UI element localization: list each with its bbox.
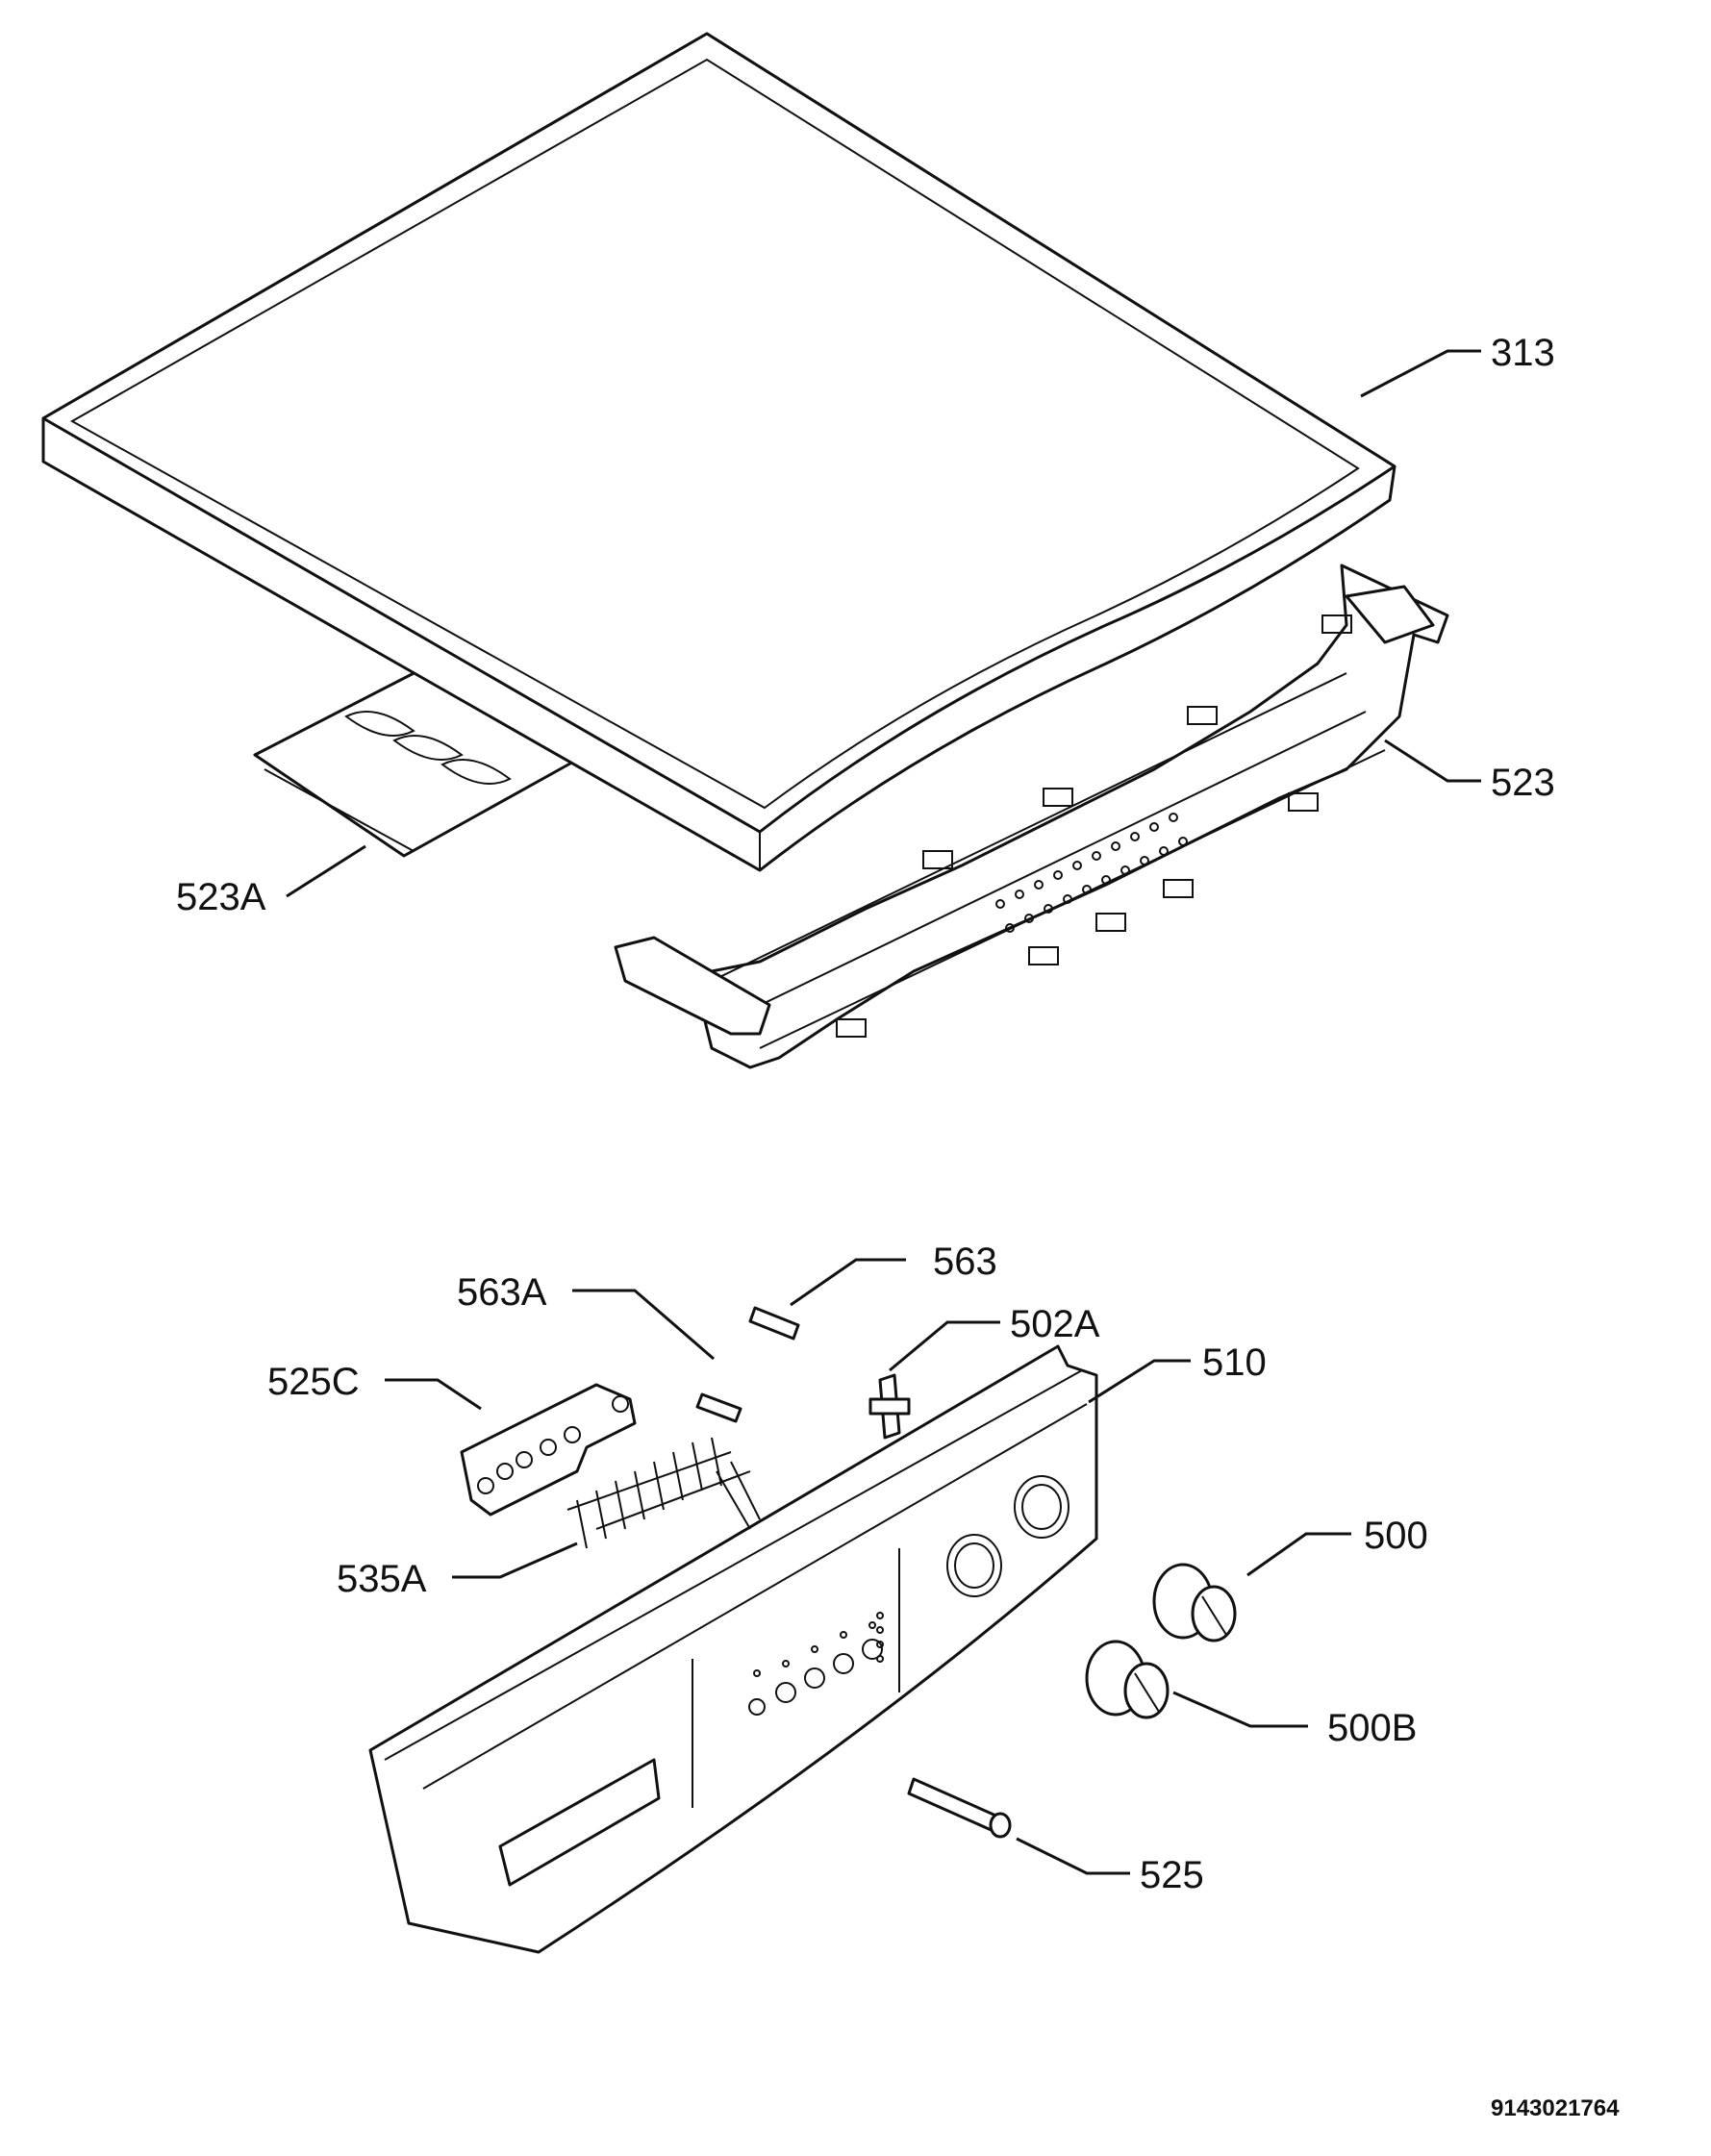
leader-523 xyxy=(1384,739,1481,783)
vent-holes xyxy=(995,813,1188,933)
part-563-pin xyxy=(748,1306,800,1341)
callout-510: 510 xyxy=(1202,1341,1267,1384)
leader-500 xyxy=(1246,1532,1351,1577)
leader-lines xyxy=(286,349,1481,1875)
callout-313: 313 xyxy=(1491,332,1555,374)
callout-535A: 535A xyxy=(337,1558,427,1600)
part-525C-switch-holder xyxy=(460,1383,637,1517)
leader-313 xyxy=(1360,349,1481,398)
leader-502A xyxy=(889,1320,1000,1372)
callout-labels: 313 523 523A 563 563A 502A 510 525C 535A… xyxy=(176,332,1555,1896)
part-500-knob xyxy=(1152,1563,1237,1642)
part-525-shaft xyxy=(907,1777,1012,1839)
leader-525 xyxy=(1016,1837,1130,1875)
callout-525C: 525C xyxy=(267,1361,360,1403)
callout-500: 500 xyxy=(1364,1515,1428,1557)
leader-510 xyxy=(1088,1359,1191,1404)
leader-525C xyxy=(385,1378,482,1411)
callout-563: 563 xyxy=(933,1241,997,1283)
part-563A-pin xyxy=(695,1392,742,1423)
callout-525: 525 xyxy=(1140,1854,1204,1896)
leader-523A xyxy=(286,844,366,898)
leader-535A xyxy=(452,1542,578,1579)
document-number: 9143021764 xyxy=(1491,2095,1620,2121)
part-313-lid xyxy=(41,32,1396,872)
part-500B-knob xyxy=(1085,1640,1170,1719)
callout-502A: 502A xyxy=(1010,1303,1100,1345)
callout-523: 523 xyxy=(1491,762,1555,804)
part-510-control-panel xyxy=(368,1344,1098,1954)
callout-523A: 523A xyxy=(176,876,266,918)
part-535A-light-pipes xyxy=(566,1437,761,1549)
leader-563 xyxy=(790,1258,906,1307)
leader-563A xyxy=(572,1289,715,1361)
leader-500B xyxy=(1172,1691,1308,1728)
part-523-frame xyxy=(614,564,1449,1069)
callout-500B: 500B xyxy=(1327,1707,1417,1749)
callout-563A: 563A xyxy=(457,1271,547,1314)
part-502A-lever xyxy=(868,1373,911,1440)
